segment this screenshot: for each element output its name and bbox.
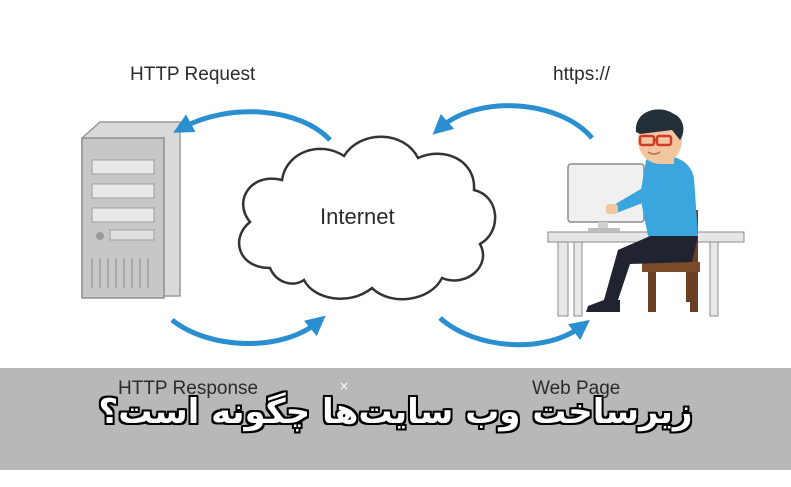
- http-request-label: HTTP Request: [130, 64, 256, 85]
- caption-banner: [0, 368, 791, 470]
- https-label: https://: [553, 64, 611, 85]
- internet-cloud: [237, 135, 497, 301]
- server-icon: [81, 121, 181, 299]
- close-icon[interactable]: ×: [339, 379, 350, 393]
- internet-label: Internet: [320, 204, 395, 229]
- http-response-label: HTTP Response: [118, 378, 259, 399]
- user-at-desk-icon: [547, 109, 745, 317]
- http-request-arrow: [173, 109, 332, 142]
- https-arrow: [432, 103, 594, 140]
- web-page-label: Web Page: [532, 378, 621, 399]
- caption-title: زیرساخت وب سایت‌ها چگونه است؟: [98, 392, 693, 432]
- web-page-arrow: [438, 316, 590, 348]
- http-response-arrow: [170, 315, 326, 346]
